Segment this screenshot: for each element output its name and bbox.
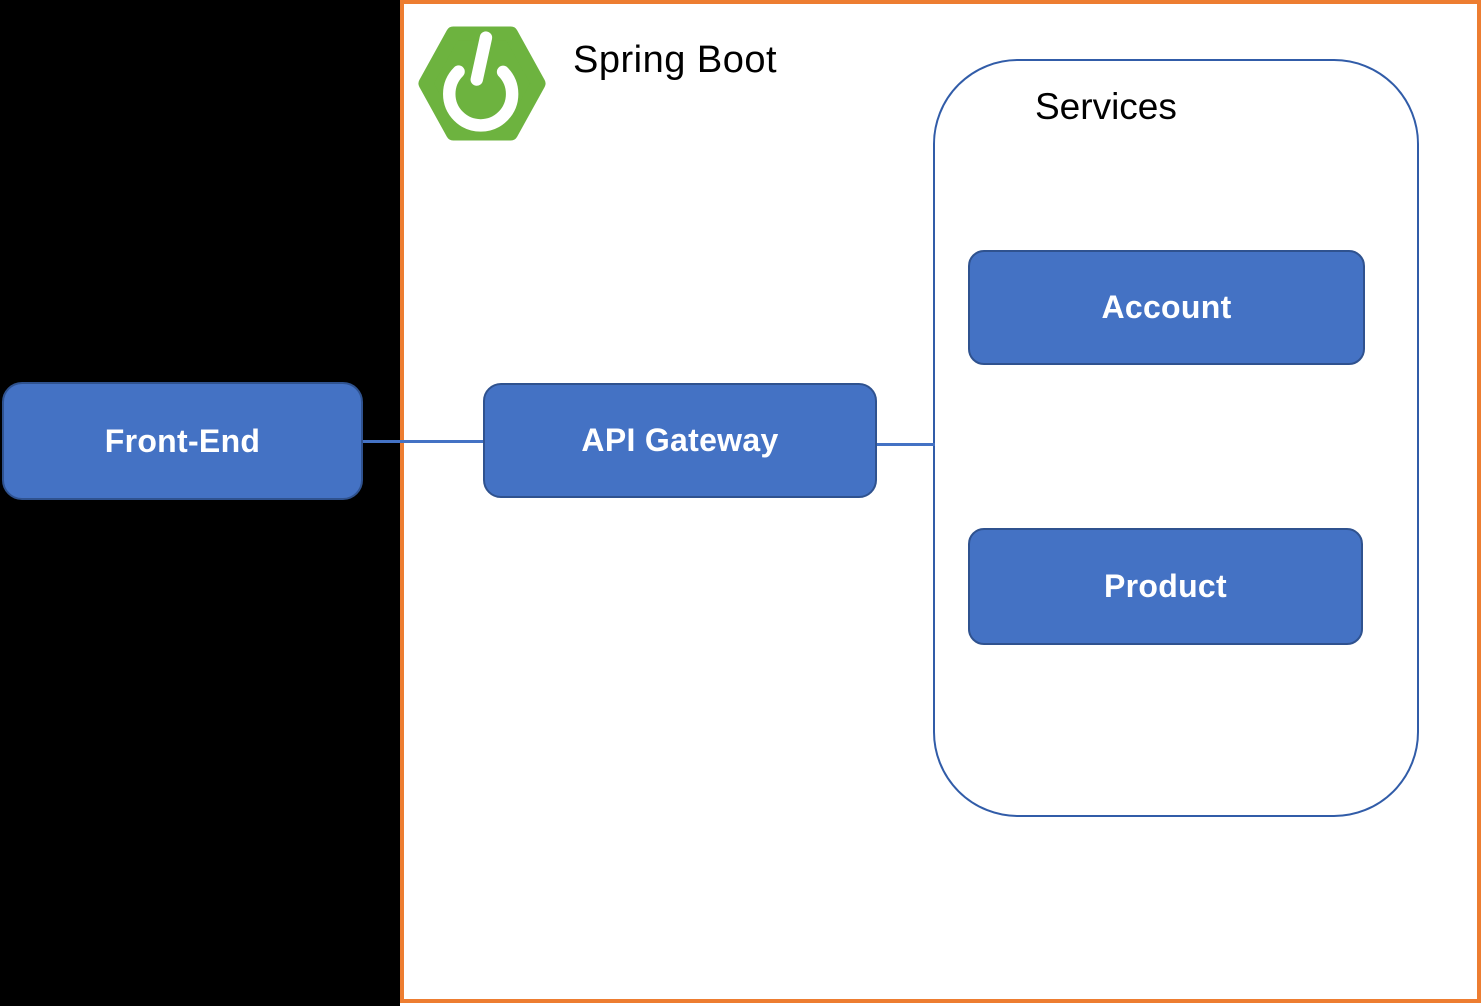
front-end-node: Front-End: [2, 382, 363, 500]
account-service-node: Account: [968, 250, 1365, 365]
diagram-title: Spring Boot: [573, 39, 778, 81]
product-service-node-label: Product: [1104, 568, 1227, 604]
spring-boot-logo-icon: [418, 26, 546, 141]
api-gateway-node: API Gateway: [483, 383, 877, 498]
connector-gateway-to-services: [877, 443, 935, 446]
front-end-node-label: Front-End: [104, 422, 261, 459]
product-service-node: Product: [968, 528, 1363, 645]
account-service-node-label: Account: [1101, 289, 1232, 325]
spring-boot-panel-border: [400, 0, 1481, 1003]
services-group-label: Services: [1035, 86, 1177, 127]
services-group: [933, 59, 1419, 817]
api-gateway-node-label: API Gateway: [581, 422, 779, 458]
spring-boot-panel: [400, 0, 1483, 1006]
connector-frontend-to-gateway: [363, 440, 483, 443]
